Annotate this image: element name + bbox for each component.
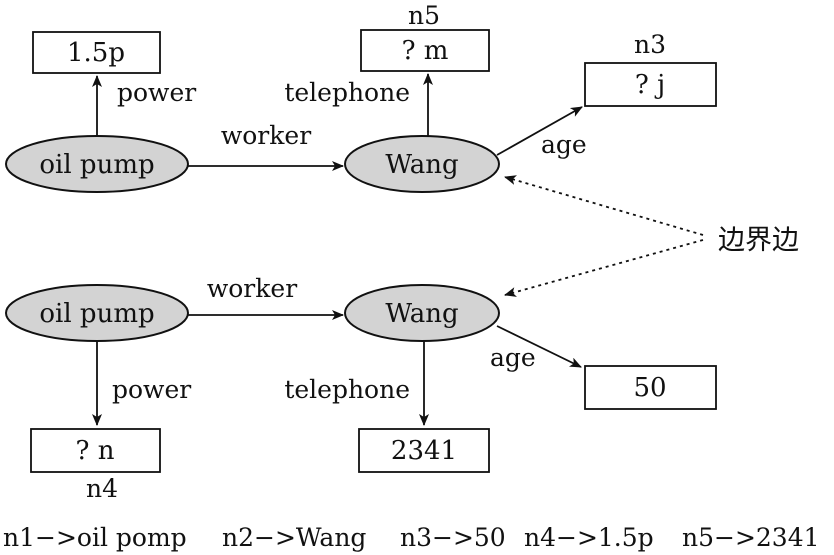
bottom-telephone-edge-label: telephone <box>284 375 410 404</box>
top-graph: 1.5p power oil pump worker Wang n5 ? m t… <box>5 1 717 193</box>
top-power-box <box>32 31 161 74</box>
bottom-age-value: 50 <box>633 373 666 403</box>
bottom-graph: oil pump worker Wang power ? n n4 teleph… <box>5 274 717 503</box>
top-wang-label: Wang <box>385 150 458 180</box>
bottom-oil-pump-label: oil pump <box>39 299 154 329</box>
bottom-age-box <box>584 365 717 410</box>
top-n5-label: n5 <box>408 1 440 30</box>
bottom-n4-label: n4 <box>86 474 118 503</box>
boundary-edges: 边界边 <box>504 175 799 297</box>
bottom-telephone-box <box>358 428 490 473</box>
top-age-box <box>584 62 717 107</box>
top-age-edge-label: age <box>541 130 587 159</box>
bottom-power-box <box>30 428 161 473</box>
top-oil-pump-label: oil pump <box>39 150 154 180</box>
boundary-edge-top <box>504 175 704 236</box>
mapping-row: n1−>oil pomp n2−>Wang n3−>50 n4−>1.5p n5… <box>3 523 820 552</box>
bottom-power-value: ? n <box>76 436 115 466</box>
boundary-edge-label: 边界边 <box>718 225 799 256</box>
bottom-power-edge-label: power <box>112 375 191 404</box>
mapping-n2: n2−>Wang <box>222 523 366 552</box>
top-wang-node <box>344 135 500 193</box>
bottom-age-edge <box>496 325 582 368</box>
top-power-edge-label: power <box>117 78 196 107</box>
bottom-wang-label: Wang <box>385 299 458 329</box>
mapping-n3: n3−>50 <box>400 523 506 552</box>
top-age-value: ? j <box>635 70 665 100</box>
top-oil-pump-node <box>5 135 189 193</box>
top-telephone-box <box>360 29 490 72</box>
mapping-n5: n5−>2341 <box>682 523 820 552</box>
top-n3-label: n3 <box>634 30 666 59</box>
top-telephone-edge-label: telephone <box>284 78 410 107</box>
top-age-edge <box>496 106 583 156</box>
mapping-n1: n1−>oil pomp <box>3 523 187 552</box>
top-worker-edge-label: worker <box>221 121 311 150</box>
bottom-age-edge-label: age <box>490 343 536 372</box>
mapping-n4: n4−>1.5p <box>524 523 654 552</box>
bottom-wang-node <box>344 284 500 342</box>
bottom-worker-edge-label: worker <box>207 274 297 303</box>
top-power-value: 1.5p <box>67 38 125 68</box>
boundary-edge-bottom <box>504 239 704 297</box>
bottom-telephone-value: 2341 <box>391 436 457 466</box>
top-telephone-value: ? m <box>402 36 449 66</box>
